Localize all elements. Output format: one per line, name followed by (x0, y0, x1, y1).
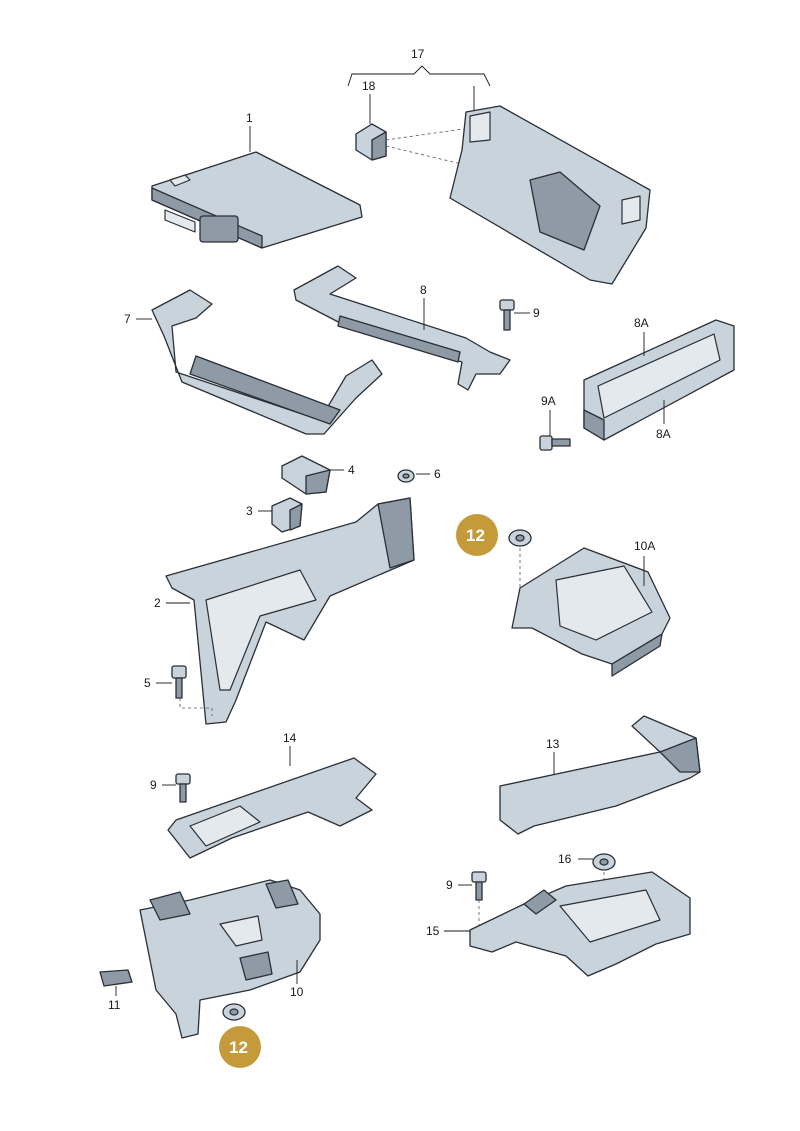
part-6-nut (397, 469, 415, 483)
assembly-line-18a (385, 127, 471, 141)
part-11-pad (99, 969, 133, 987)
label-6: 6 (434, 467, 441, 481)
part-2-carrier (165, 497, 415, 725)
badge-12-top-circle (456, 514, 498, 556)
part-8a-plate (583, 319, 735, 441)
label-18: 18 (362, 79, 376, 93)
label-16: 16 (558, 852, 572, 866)
part-9-bolt-bottom (471, 871, 487, 901)
part-10a-holder (511, 547, 671, 677)
badge-12-top: 12 (456, 514, 498, 556)
label-10: 10 (290, 985, 304, 999)
part-10-plate (139, 879, 321, 1039)
part-7-bracket (151, 289, 383, 435)
part-9a-screw (539, 435, 571, 451)
label-5: 5 (144, 676, 151, 690)
assembly-line-5 (179, 698, 213, 716)
part-18-clip (355, 123, 387, 161)
badge-12-bottom: 12 (219, 1026, 261, 1068)
label-15: 15 (426, 924, 440, 938)
label-9a: 9A (541, 394, 556, 408)
part-9-bolt-top (499, 299, 515, 331)
part-8-bracket (293, 265, 511, 391)
part-12-nut-top (508, 529, 532, 547)
label-13: 13 (546, 737, 560, 751)
part-16-nut (592, 853, 616, 871)
part-17-housing (449, 105, 651, 285)
label-9-bottom: 9 (446, 878, 453, 892)
badge-12-bottom-circle (219, 1026, 261, 1068)
label-14: 14 (283, 731, 297, 745)
part-1-control-unit (151, 151, 363, 249)
label-7: 7 (124, 312, 131, 326)
label-3: 3 (246, 504, 253, 518)
part-5-bolt (171, 665, 187, 699)
badge-12-top-text: 12 (466, 526, 485, 545)
label-4: 4 (348, 463, 355, 477)
part-4-clip (281, 455, 331, 495)
part-13-bracket (499, 715, 701, 835)
part-3-clip (271, 497, 303, 533)
label-9-top: 9 (533, 306, 540, 320)
label-17: 17 (411, 47, 425, 61)
part-9-bolt-left (175, 773, 191, 803)
label-10a: 10A (634, 539, 655, 553)
label-9-left: 9 (150, 778, 157, 792)
label-1: 1 (246, 111, 253, 125)
part-14-shield (167, 757, 377, 859)
bracket-17 (347, 65, 491, 87)
label-8a-bottom: 8A (656, 427, 671, 441)
part-15-bracket (469, 871, 691, 977)
part-12-nut-bottom (222, 1003, 246, 1021)
label-11: 11 (108, 998, 121, 1012)
label-8: 8 (420, 283, 427, 297)
badge-12-bottom-text: 12 (229, 1038, 248, 1057)
label-2: 2 (154, 596, 161, 610)
label-8a-top: 8A (634, 316, 649, 330)
